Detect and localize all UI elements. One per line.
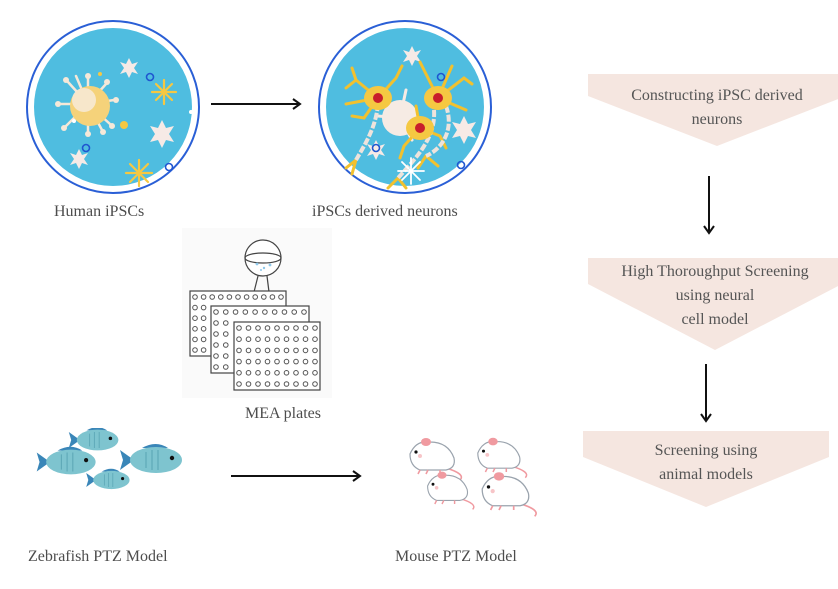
arrow-right-icon xyxy=(231,470,362,482)
fish-icon xyxy=(36,446,96,475)
arrow-right-icon xyxy=(211,98,302,110)
step-constructing-neurons: Constructing iPSC derived neurons xyxy=(588,74,838,146)
mea-plates-icon xyxy=(182,228,332,398)
petri-dish-stem-cells-icon xyxy=(26,20,200,194)
mouse-icon xyxy=(481,472,537,517)
fish-icon xyxy=(86,468,130,490)
mouse-icon xyxy=(477,437,528,479)
ipsc-neurons-node xyxy=(316,18,494,196)
zebrafish-node xyxy=(34,427,194,504)
fish-icon xyxy=(68,427,119,451)
step-text-line: Screening using xyxy=(654,442,758,459)
arrow-down-icon xyxy=(703,176,715,235)
mouse-group-icon xyxy=(409,437,537,517)
mouse-icon xyxy=(427,471,475,510)
step-text-line: animal models xyxy=(659,466,753,483)
step-text-line: cell model xyxy=(681,311,749,328)
human-ipscs-label: Human iPSCs xyxy=(54,203,145,220)
step-text-line: High Thoroughput Screening xyxy=(621,263,809,280)
zebrafish-label: Zebrafish PTZ Model xyxy=(28,548,168,565)
step-chevron-shape xyxy=(583,431,829,507)
arrow-down-icon xyxy=(700,364,712,423)
step-animal-screening: Screening using animal models xyxy=(583,431,838,507)
step-text-line: using neural xyxy=(675,287,755,304)
step-text-line: Constructing iPSC derived xyxy=(631,87,803,104)
mea-plates-label: MEA plates xyxy=(245,405,321,422)
step-chevron-shape xyxy=(588,258,838,350)
mouse-label: Mouse PTZ Model xyxy=(395,548,517,565)
ipsc-neurons-label: iPSCs derived neurons xyxy=(312,203,458,220)
step-high-throughput-screening: High Thoroughput Screening using neural … xyxy=(588,258,838,350)
zebrafish-group-icon xyxy=(36,427,182,490)
human-ipscs-node xyxy=(24,18,202,196)
step-chevron-shape xyxy=(588,74,838,146)
step-text-line: neurons xyxy=(691,111,743,128)
mea-plates-node xyxy=(182,228,332,398)
petri-dish-neurons-icon xyxy=(318,20,492,194)
mouse-node xyxy=(402,430,542,522)
mouse-icon xyxy=(409,438,463,481)
fish-icon xyxy=(120,444,182,473)
